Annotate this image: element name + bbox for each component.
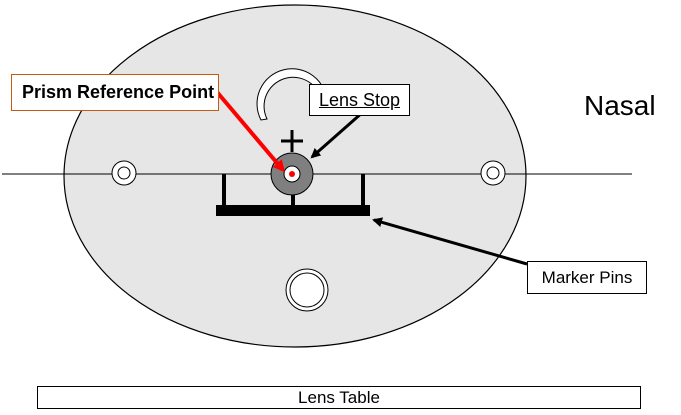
nasal-label: Nasal xyxy=(584,90,656,121)
left-mounting-hole xyxy=(111,160,137,186)
lens-stop-arrow xyxy=(310,110,364,159)
prism-reference-dot xyxy=(289,171,295,177)
crosshair-mark xyxy=(281,130,303,152)
marker-pins-label: Marker Pins xyxy=(527,261,647,294)
lower-hole xyxy=(285,268,329,312)
lens-table-label: Lens Table xyxy=(37,386,641,409)
marker-pins-arrow xyxy=(372,217,528,266)
prism-reference-arrow xyxy=(215,90,285,173)
lens-stop xyxy=(270,152,314,196)
lens-stop-label: Lens Stop xyxy=(309,84,410,116)
right-mounting-hole xyxy=(480,160,506,186)
prism-reference-point-label: Prism Reference Point xyxy=(11,74,219,111)
